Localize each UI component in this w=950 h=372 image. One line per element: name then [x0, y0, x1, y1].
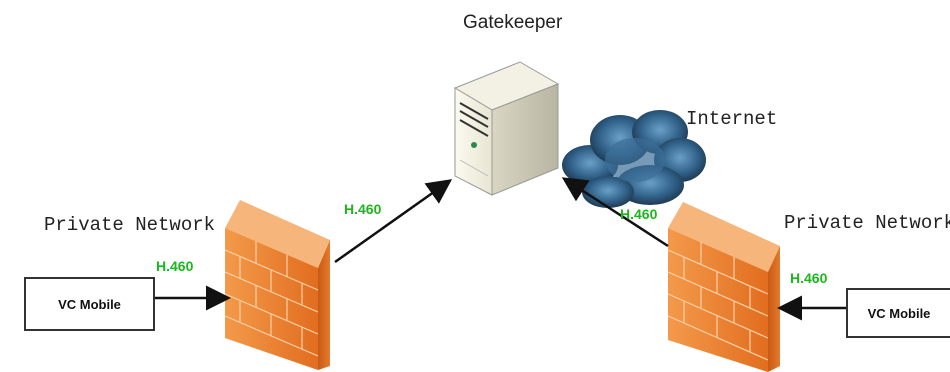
arrow-left-firewall-to-gatekeeper [334, 179, 453, 264]
right-private-network-label: Private Network [784, 212, 950, 234]
arrow-right-firewall-to-gatekeeper [561, 177, 669, 248]
right-uplink-protocol-label: H.460 [620, 206, 658, 222]
internet-label: Internet [686, 108, 778, 130]
left-vc-mobile-box: VC Mobile [24, 277, 155, 331]
gatekeeper-label: Gatekeeper [463, 12, 563, 33]
server-icon [453, 61, 560, 196]
right-device-protocol-label: H.460 [790, 270, 828, 286]
firewall-icon [224, 200, 330, 370]
firewall-icon [667, 202, 780, 372]
left-vc-mobile-label: VC Mobile [58, 296, 121, 312]
left-device-protocol-label: H.460 [156, 258, 194, 274]
cloud-icon [562, 110, 706, 208]
left-private-network-label: Private Network [44, 214, 216, 236]
right-vc-mobile-box: VC Mobile [846, 288, 950, 338]
left-uplink-protocol-label: H.460 [344, 201, 382, 217]
right-vc-mobile-label: VC Mobile [867, 305, 931, 321]
